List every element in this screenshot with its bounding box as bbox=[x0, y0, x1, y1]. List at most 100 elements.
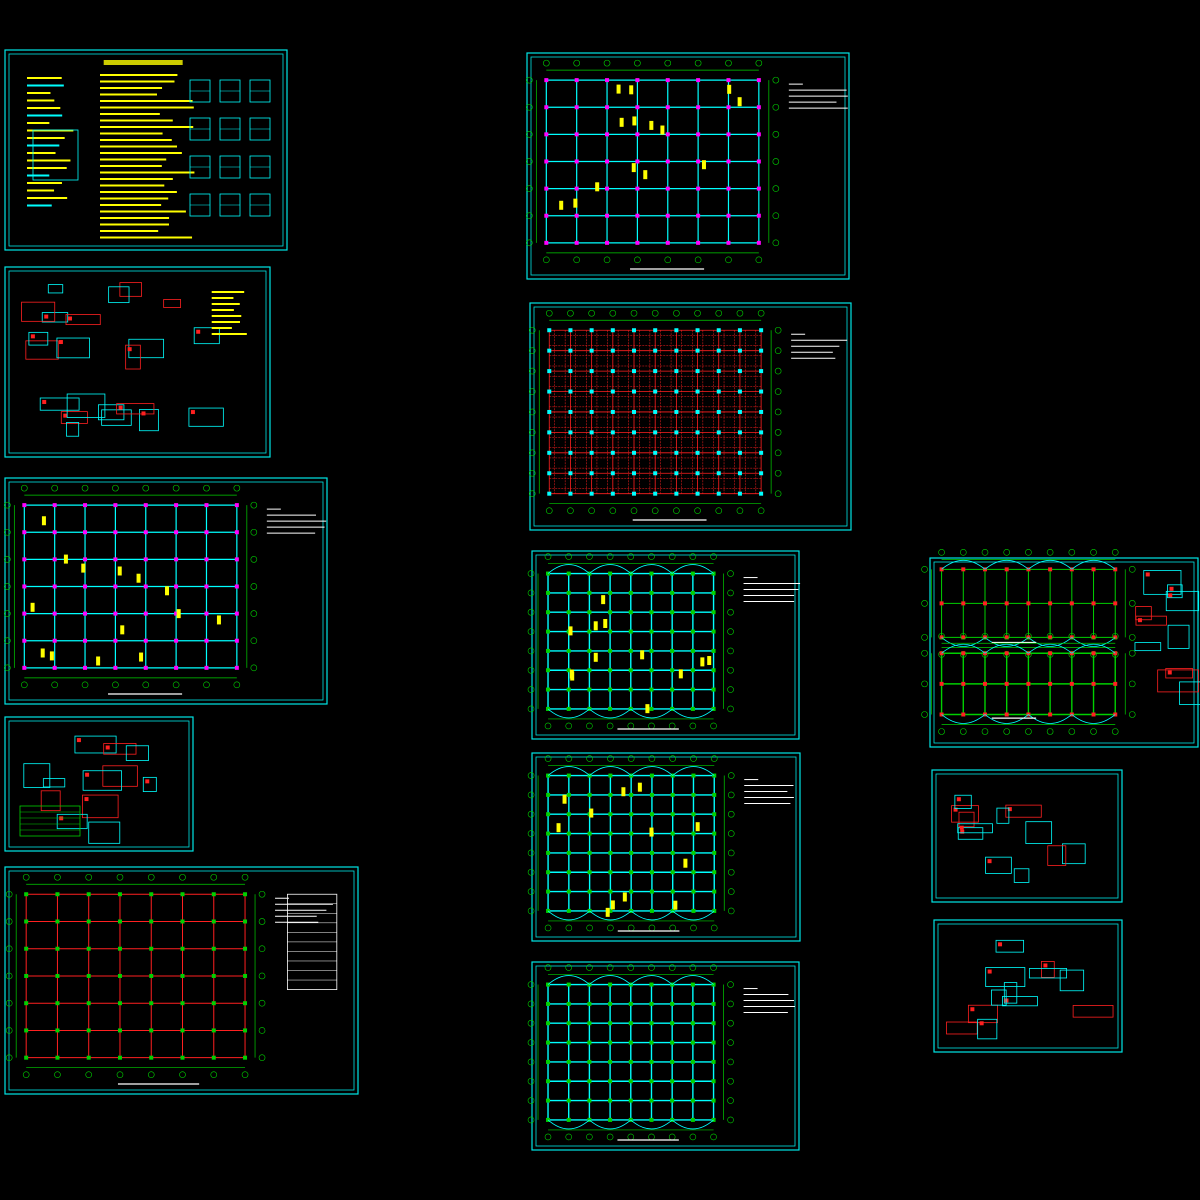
column-marker bbox=[649, 1059, 654, 1064]
axis-bubble bbox=[527, 849, 535, 857]
axis-bubble bbox=[774, 469, 782, 477]
column-marker bbox=[1048, 601, 1053, 606]
axis-bubble bbox=[774, 449, 782, 457]
axis-bubble bbox=[959, 728, 967, 735]
column-marker bbox=[566, 870, 571, 875]
column-marker bbox=[690, 590, 695, 595]
column-marker bbox=[696, 213, 701, 218]
column-marker bbox=[635, 132, 640, 137]
column-marker bbox=[756, 132, 761, 137]
column-marker bbox=[1091, 651, 1096, 656]
axis-bubble bbox=[727, 888, 735, 895]
column-marker bbox=[696, 240, 701, 245]
axis-bubble bbox=[1025, 632, 1032, 640]
axis-bubble bbox=[727, 830, 735, 837]
column-marker bbox=[610, 348, 615, 353]
arch-outline bbox=[1028, 637, 1073, 647]
column-marker bbox=[566, 706, 571, 711]
axis-bubble bbox=[250, 501, 258, 509]
column-marker bbox=[546, 831, 551, 836]
column-marker bbox=[1026, 601, 1031, 606]
column-marker bbox=[690, 668, 695, 673]
rebar-marker bbox=[58, 340, 63, 345]
detail-section bbox=[985, 856, 1012, 874]
column-marker bbox=[691, 773, 696, 778]
axis-bubble bbox=[1128, 600, 1136, 607]
column-marker bbox=[635, 105, 640, 110]
column-marker bbox=[1048, 712, 1053, 717]
column-marker bbox=[143, 665, 148, 670]
axis-bubble bbox=[921, 634, 928, 641]
detail-section bbox=[98, 404, 125, 421]
detail-section bbox=[65, 314, 101, 326]
axis-bubble bbox=[54, 1071, 61, 1078]
slab-note-mark bbox=[562, 794, 567, 804]
column-marker bbox=[566, 982, 571, 987]
axis-bubble bbox=[1128, 566, 1136, 573]
slab-note-mark bbox=[569, 669, 574, 679]
column-marker bbox=[83, 638, 88, 643]
column-marker bbox=[55, 973, 60, 978]
column-marker bbox=[1004, 681, 1009, 686]
column-marker bbox=[117, 946, 122, 951]
rebar-marker bbox=[105, 745, 110, 750]
column-marker bbox=[674, 348, 679, 353]
axis-bubble bbox=[527, 1058, 535, 1066]
column-marker bbox=[211, 1028, 216, 1033]
axis-bubble bbox=[1046, 632, 1054, 640]
column-marker bbox=[243, 1055, 248, 1060]
column-marker bbox=[22, 665, 27, 670]
column-marker bbox=[674, 369, 679, 374]
column-marker bbox=[716, 471, 721, 476]
column-marker bbox=[1091, 567, 1096, 572]
axis-bubble bbox=[774, 367, 782, 375]
slab-note-mark bbox=[701, 160, 706, 170]
column-marker bbox=[653, 348, 658, 353]
column-marker bbox=[568, 328, 573, 333]
slab-note-mark bbox=[96, 656, 101, 666]
column-marker bbox=[608, 1040, 613, 1045]
column-marker bbox=[566, 1117, 571, 1122]
column-marker bbox=[653, 328, 658, 333]
column-marker bbox=[628, 1040, 633, 1045]
sheet-pile-details bbox=[4, 716, 194, 852]
column-marker bbox=[204, 584, 209, 589]
column-marker bbox=[759, 491, 764, 496]
rebar-marker bbox=[196, 329, 201, 334]
column-marker bbox=[204, 557, 209, 562]
column-marker bbox=[610, 409, 615, 414]
column-marker bbox=[113, 503, 118, 508]
column-marker bbox=[691, 831, 696, 836]
column-marker bbox=[544, 78, 549, 83]
axis-bubble bbox=[527, 772, 535, 779]
column-marker bbox=[587, 687, 592, 692]
column-marker bbox=[143, 530, 148, 535]
slab-note-mark bbox=[136, 573, 141, 583]
axis-bubble bbox=[755, 256, 763, 264]
column-marker bbox=[574, 78, 579, 83]
slab-note-mark bbox=[589, 808, 594, 818]
axis-bubble bbox=[1068, 728, 1076, 735]
axis-bubble bbox=[544, 924, 552, 932]
column-marker bbox=[566, 687, 571, 692]
axis-bubble bbox=[772, 131, 780, 138]
column-marker bbox=[547, 389, 552, 394]
column-marker bbox=[632, 471, 637, 476]
axis-bubble bbox=[565, 553, 573, 560]
column-marker bbox=[546, 870, 551, 875]
detail-section bbox=[1013, 868, 1030, 883]
column-marker bbox=[174, 530, 179, 535]
axis-bubble bbox=[172, 484, 180, 492]
axis-bubble bbox=[648, 1133, 655, 1141]
rebar-marker bbox=[59, 816, 64, 821]
column-marker bbox=[632, 389, 637, 394]
column-marker bbox=[86, 1055, 91, 1060]
column-marker bbox=[589, 369, 594, 374]
column-marker bbox=[211, 946, 216, 951]
rebar-marker bbox=[30, 334, 35, 339]
column-marker bbox=[726, 132, 731, 137]
axis-bubble bbox=[4, 528, 11, 536]
column-marker bbox=[546, 792, 551, 797]
column-marker bbox=[649, 668, 654, 673]
column-marker bbox=[86, 892, 91, 897]
